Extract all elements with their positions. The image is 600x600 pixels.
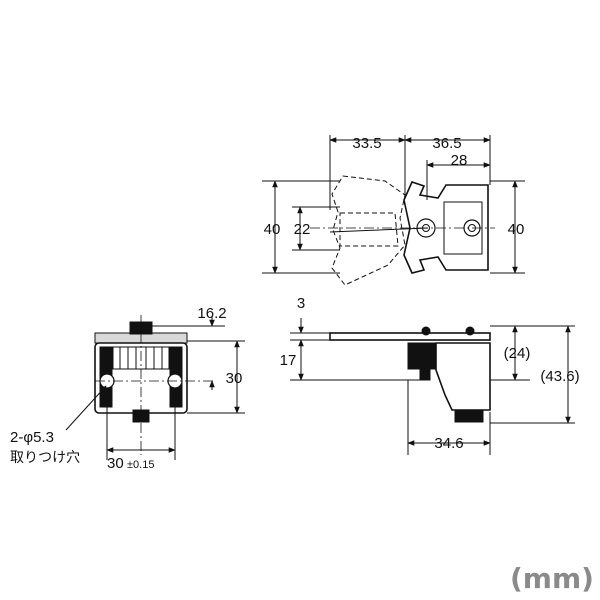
front-view: 16.2 30 2-φ5.3 取りつけ穴 30 ±0.15 [10,305,245,472]
dim-40-right: 40 [508,221,525,238]
dim-33-5: 33.5 [352,135,381,152]
units-label: (mm) [510,562,594,595]
dim-30-height: 30 [226,370,243,387]
bracket-foot [454,409,484,423]
dim-43-6: (43.6) [540,368,579,385]
dim-34-6: 34.6 [434,435,463,452]
dim-36-5: 36.5 [432,135,461,152]
dim-40-left: 40 [264,221,281,238]
top-view: 33.5 36.5 28 40 22 40 [262,135,525,286]
clamp-block [407,342,437,370]
swing-arc-line [329,227,429,233]
slot-outline [443,201,483,255]
dim-30-pitch: 30 [107,455,124,472]
dim-3: 3 [297,295,305,312]
side-view: 3 17 (24) (43.6) 34.6 [280,295,580,455]
dim-28: 28 [451,152,468,169]
dim-24: (24) [504,345,531,362]
swing-outline-inner [339,212,399,247]
main-plate [403,181,489,274]
plate-rivet [465,326,475,336]
dim-16-2: 16.2 [197,305,226,322]
bracket-body [435,342,491,411]
hole-callout: 2-φ5.3 [10,429,54,446]
hole-callout-note: 取りつけ穴 [10,450,80,466]
lever-plate [329,332,491,341]
dim-22: 22 [294,221,311,238]
hole-leader [65,385,107,431]
dim-17: 17 [280,352,297,369]
dim-30-pitch-tol: ±0.15 [127,459,154,471]
clamp-stud [419,367,431,381]
plate-rivet [421,326,431,336]
